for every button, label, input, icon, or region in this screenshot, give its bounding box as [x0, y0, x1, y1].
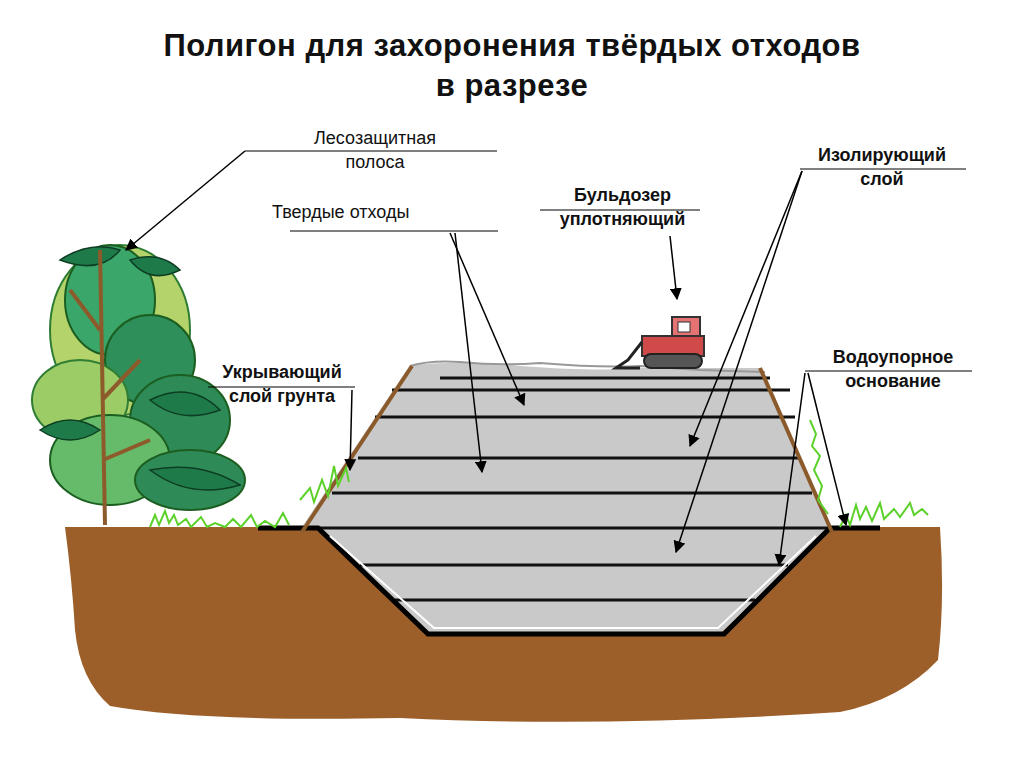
bulldozer-label: Бульдозер уплотняющий	[540, 183, 705, 231]
waterproof-base	[258, 528, 880, 634]
waste-pit	[320, 530, 830, 632]
leader-lines	[126, 151, 846, 565]
grass	[150, 420, 928, 527]
bulldozer	[616, 317, 704, 368]
cover-soil-label: Укрывающий слой грунта	[204, 360, 360, 408]
forest-belt-label: Лесозащитная полоса	[290, 126, 460, 174]
diagram-title: Полигон для захоронения твёрдых отходов …	[162, 26, 862, 106]
isolating-layer-label: Изолирующий слой	[796, 143, 968, 191]
isolating-layers	[310, 378, 830, 600]
waterproof-base-label: Водоупорное основание	[808, 345, 978, 393]
solid-waste-label: Твердые отходы	[272, 200, 472, 224]
cover-soil	[760, 368, 832, 532]
waste-surface	[410, 362, 765, 373]
forest-belt-tree	[32, 245, 245, 525]
waste-mound	[300, 363, 830, 530]
ground	[65, 527, 942, 722]
waterproof-base-inner	[330, 536, 816, 628]
